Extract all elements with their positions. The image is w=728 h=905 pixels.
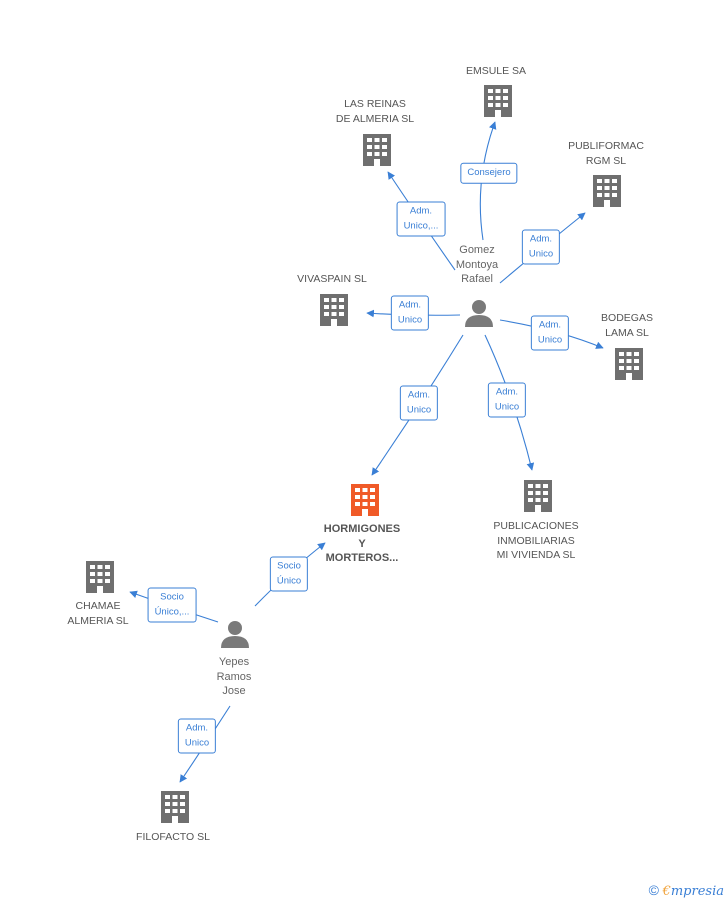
building-icon[interactable] [524,480,552,512]
node-label-hormigones[interactable]: HORMIGONES Y MORTEROS... [323,523,401,564]
edge-label-gomez-hormigones: Adm. Unico [399,385,439,421]
node-label-emsule[interactable]: EMSULE SA [465,65,527,77]
node-label-bodegas[interactable]: BODEGAS LAMA SL [601,312,653,339]
edge-label-gomez-emsule: Consejero [460,162,518,184]
edge-label-gomez-las-reinas: Adm. Unico,... [396,201,446,237]
node-label-filofacto[interactable]: FILOFACTO SL [136,831,210,843]
building-icon[interactable] [161,791,189,823]
edge-label-yepes-filofacto: Adm. Unico [177,718,217,754]
brand-footer: © €mpresia [649,882,724,899]
node-label-chamae[interactable]: CHAMAE ALMERIA SL [67,600,129,627]
building-icon[interactable] [86,561,114,593]
edge-label-gomez-publiformac: Adm. Unico [521,229,561,265]
edge-label-gomez-publicaciones: Adm. Unico [487,382,527,418]
building-icon[interactable] [320,294,348,326]
node-label-publiformac[interactable]: PUBLIFORMAC RGM SL [568,140,644,167]
edge-label-gomez-bodegas: Adm. Unico [530,315,570,351]
node-label-gomez[interactable]: Gomez Montoya Rafael [455,244,499,285]
edge-label-yepes-chamae: Socio Único,... [147,587,197,623]
person-icon[interactable] [221,621,249,648]
edge-label-gomez-vivaspain: Adm. Unico [390,295,430,331]
brand-logo[interactable]: €mpresia [662,884,724,899]
node-label-vivaspain[interactable]: VIVASPAIN SL [297,273,367,285]
node-label-publicaciones[interactable]: PUBLICACIONES INMOBILIARIAS MI VIVIENDA … [493,520,579,561]
person-icon[interactable] [465,300,493,327]
node-label-yepes[interactable]: Yepes Ramos Jose [216,656,252,697]
node-label-las-reinas[interactable]: LAS REINAS DE ALMERIA SL [335,98,415,125]
building-icon[interactable] [593,175,621,207]
copyright-icon: © [648,882,659,898]
building-icon[interactable] [615,348,643,380]
building-icon[interactable] [484,85,512,117]
building-icon[interactable] [363,134,391,166]
edge-label-yepes-hormigones: Socio Único [269,556,309,592]
focus-building-icon[interactable] [351,484,379,516]
